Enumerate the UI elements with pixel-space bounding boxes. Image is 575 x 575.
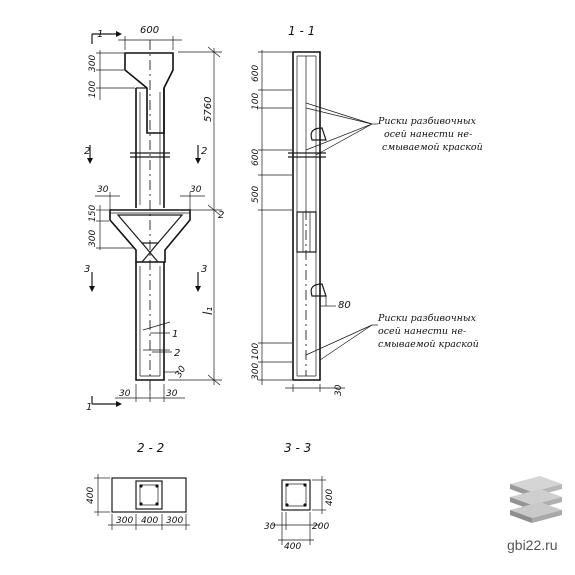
dim-1-1-500: 500 (251, 186, 261, 203)
section-3-3-outline (281, 479, 311, 511)
cut-2-right (195, 145, 201, 164)
dim-2-2-left: 300 (116, 516, 133, 526)
lifting-loop-upper (310, 127, 327, 141)
lifting-loop-lower (310, 283, 327, 297)
note-upper-line-2: осей нанести не- (384, 129, 472, 140)
dim-2-2-height: 400 (86, 487, 96, 504)
section-1-1-title: 1 - 1 (288, 24, 315, 38)
callout-item-1: 1 (172, 329, 178, 340)
note-lower-line-2: осей нанести не- (378, 326, 466, 337)
dim-bracket-top: 150 (88, 205, 98, 222)
dim-2-2-mid: 400 (141, 516, 158, 526)
dim-head-height: 300 (88, 55, 98, 72)
watermark-text[interactable]: gbi22.ru (507, 537, 558, 553)
cut-2-left (87, 145, 93, 164)
dim-web-step-left: 30 (97, 185, 109, 195)
callout-item-2: 2 (174, 348, 180, 359)
column-head (124, 52, 174, 134)
shaft-lower (135, 262, 165, 381)
cut-label-bottom-1: 1 (86, 402, 92, 413)
dim-1-1-30-bottom: 30 (334, 384, 344, 396)
note-upper-line-3: смываемой краской (382, 142, 483, 153)
section-2-2-view (94, 474, 190, 530)
dim-3-3-left: 30 (264, 522, 276, 532)
cut-label-left-3: 3 (84, 264, 90, 275)
cut-label-left-2: 2 (84, 146, 90, 157)
note-lower-line-1: Риски разбивочных (377, 313, 477, 324)
cut-3-right (195, 272, 201, 292)
dim-length-symbol: l₁ (201, 307, 215, 315)
dim-length-tick: 2 (218, 210, 224, 221)
section-3-3-view (272, 476, 326, 545)
cut-label-right-3: 3 (201, 264, 207, 275)
dim-1-1-100-upper: 100 (251, 93, 261, 110)
dim-1-1-300-bottom: 300 (251, 363, 261, 380)
cut-label-right-2: 2 (201, 146, 207, 157)
dim-head-taper: 100 (88, 81, 98, 98)
note-lower-line-3: смываемой краской (378, 339, 479, 350)
cut-3-left (89, 272, 95, 292)
dim-bottom-left: 30 (119, 389, 131, 399)
cut-1-top (91, 31, 122, 44)
elevation-view (87, 31, 222, 407)
section-2-2-outline (111, 477, 187, 513)
dim-3-3-width: 400 (284, 542, 301, 552)
section-2-2-title: 2 - 2 (137, 441, 164, 455)
dim-bottom-offset: 30 (174, 364, 189, 379)
section-1-1-view (258, 50, 378, 392)
dim-bottom-right: 30 (166, 389, 178, 399)
section-3-3-title: 3 - 3 (284, 441, 311, 455)
note-upper-line-1: Риски разбивочных (377, 116, 477, 127)
dim-1-1-80: 80 (338, 300, 351, 311)
dim-3-3-height: 400 (325, 489, 335, 506)
dim-1-1-600-mid: 600 (251, 149, 261, 166)
dim-3-3-right: 200 (312, 522, 329, 532)
dim-top-width: 600 (140, 25, 159, 36)
dim-web-step-right: 30 (190, 185, 202, 195)
cut-label-top-1: 1 (97, 29, 103, 40)
dim-1-1-top: 600 (251, 65, 261, 82)
dim-total-height: 5760 (203, 97, 214, 122)
dim-bracket-height: 300 (88, 230, 98, 247)
cut-1-bottom (91, 396, 122, 407)
dim-1-1-100-lower: 100 (251, 343, 261, 360)
section-1-1-outline (292, 51, 321, 381)
dim-2-2-right: 300 (166, 516, 183, 526)
stacked-slabs-icon (510, 476, 562, 523)
